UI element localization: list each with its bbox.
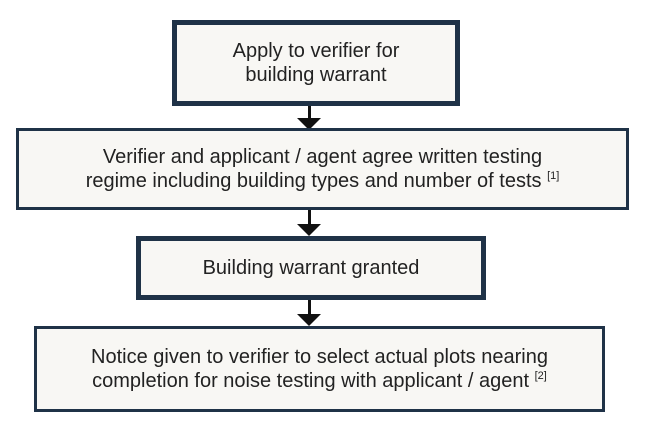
arrow-3 <box>297 300 321 326</box>
step-warrant-granted-box: Building warrant granted <box>136 236 486 300</box>
arrow-1 <box>297 106 321 130</box>
step-notice-box: Notice given to verifier to select actua… <box>34 326 605 412</box>
step-apply-text: Apply to verifier for building warrant <box>233 39 400 87</box>
step-agree-regime-line-1: Verifier and applicant / agent agree wri… <box>102 146 543 168</box>
step-agree-regime-line-2: regime including building types and numb… <box>85 170 542 192</box>
step-apply-line-2: building warrant <box>245 64 387 86</box>
step-agree-regime-text: Verifier and applicant / agent agree wri… <box>86 145 560 193</box>
step-apply-box: Apply to verifier for building warrant <box>172 20 460 106</box>
step-warrant-granted-line-1: Building warrant granted <box>202 257 420 279</box>
arrow-2 <box>297 210 321 236</box>
step-notice-line-2: completion for noise testing with applic… <box>92 370 530 392</box>
step-notice-line-1: Notice given to verifier to select actua… <box>91 346 548 368</box>
footnote-ref-1: [1] <box>547 170 560 182</box>
footnote-ref-2: [2] <box>534 370 547 382</box>
step-warrant-granted-text: Building warrant granted <box>203 256 420 280</box>
step-agree-regime-box: Verifier and applicant / agent agree wri… <box>16 128 629 210</box>
step-apply-line-1: Apply to verifier for <box>232 40 400 62</box>
step-notice-text: Notice given to verifier to select actua… <box>91 345 548 393</box>
